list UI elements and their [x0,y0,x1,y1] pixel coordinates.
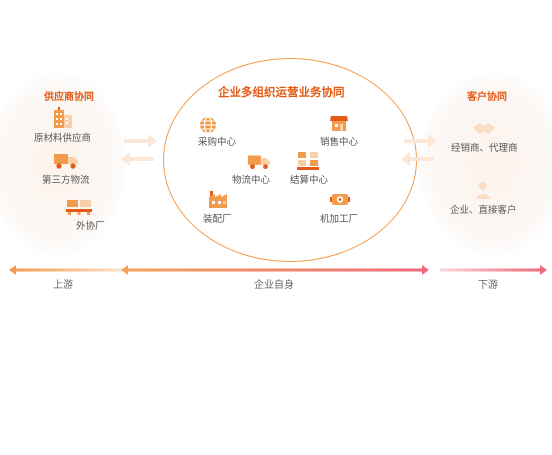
stacked-boxes-icon [297,152,319,170]
factory-icon [209,191,227,208]
settlement-center-label: 结算中心 [290,175,329,186]
machining-plant-label: 机加工厂 [320,214,359,225]
truck-icon [53,154,78,169]
distributor-agent: 经销商、代理商 [451,118,518,154]
enterprise-arrow [121,265,429,275]
enterprise-direct-customer-label: 企业、直接客户 [450,205,517,216]
logistics-center [246,153,272,171]
downstream-label: 下游 [478,280,498,291]
handshake-icon [473,123,496,134]
procurement-center [198,115,218,135]
enterprise-collab-title: 企业多组织运营业务协同 [218,85,345,99]
customer-icon [475,182,492,199]
right-flow-arrows [401,134,437,166]
logistics-center-label: 物流中心 [232,175,271,186]
customer-collab-panel [418,72,552,256]
sales-center-label: 销售中心 [320,137,359,148]
sales-center [329,113,349,133]
procurement-center-label: 采购中心 [198,137,237,148]
globe-icon [200,116,216,134]
building-icon [53,107,72,128]
enterprise-collab-panel [163,58,417,262]
truck-icon [247,155,271,170]
pallet-icon [66,200,93,215]
storefront-icon [330,116,348,131]
supplier-collab-title: 供应商协同 [44,92,94,103]
outsourcing-factory: 外协厂 [54,198,105,232]
third-party-logistics: 第三方物流 [42,152,90,186]
assembly-plant [208,189,230,209]
left-flow-arrows [121,134,157,166]
raw-material-supplier: 原材料供应商 [34,106,91,144]
settlement-center [296,151,320,171]
outsourcing-factory-label: 外协厂 [76,221,105,232]
downstream-arrow [440,265,547,275]
enterprise-direct-customer: 企业、直接客户 [450,180,517,216]
machining-plant [329,189,351,209]
gear-machine-icon [330,194,350,205]
third-party-logistics-label: 第三方物流 [42,175,90,186]
enterprise-self-label: 企业自身 [254,280,294,291]
assembly-plant-label: 装配厂 [203,214,232,225]
customer-collab-title: 客户协同 [467,92,507,103]
upstream-label: 上游 [53,280,73,291]
upstream-arrow [9,265,122,275]
raw-material-supplier-label: 原材料供应商 [34,133,92,144]
distributor-agent-label: 经销商、代理商 [451,143,518,154]
